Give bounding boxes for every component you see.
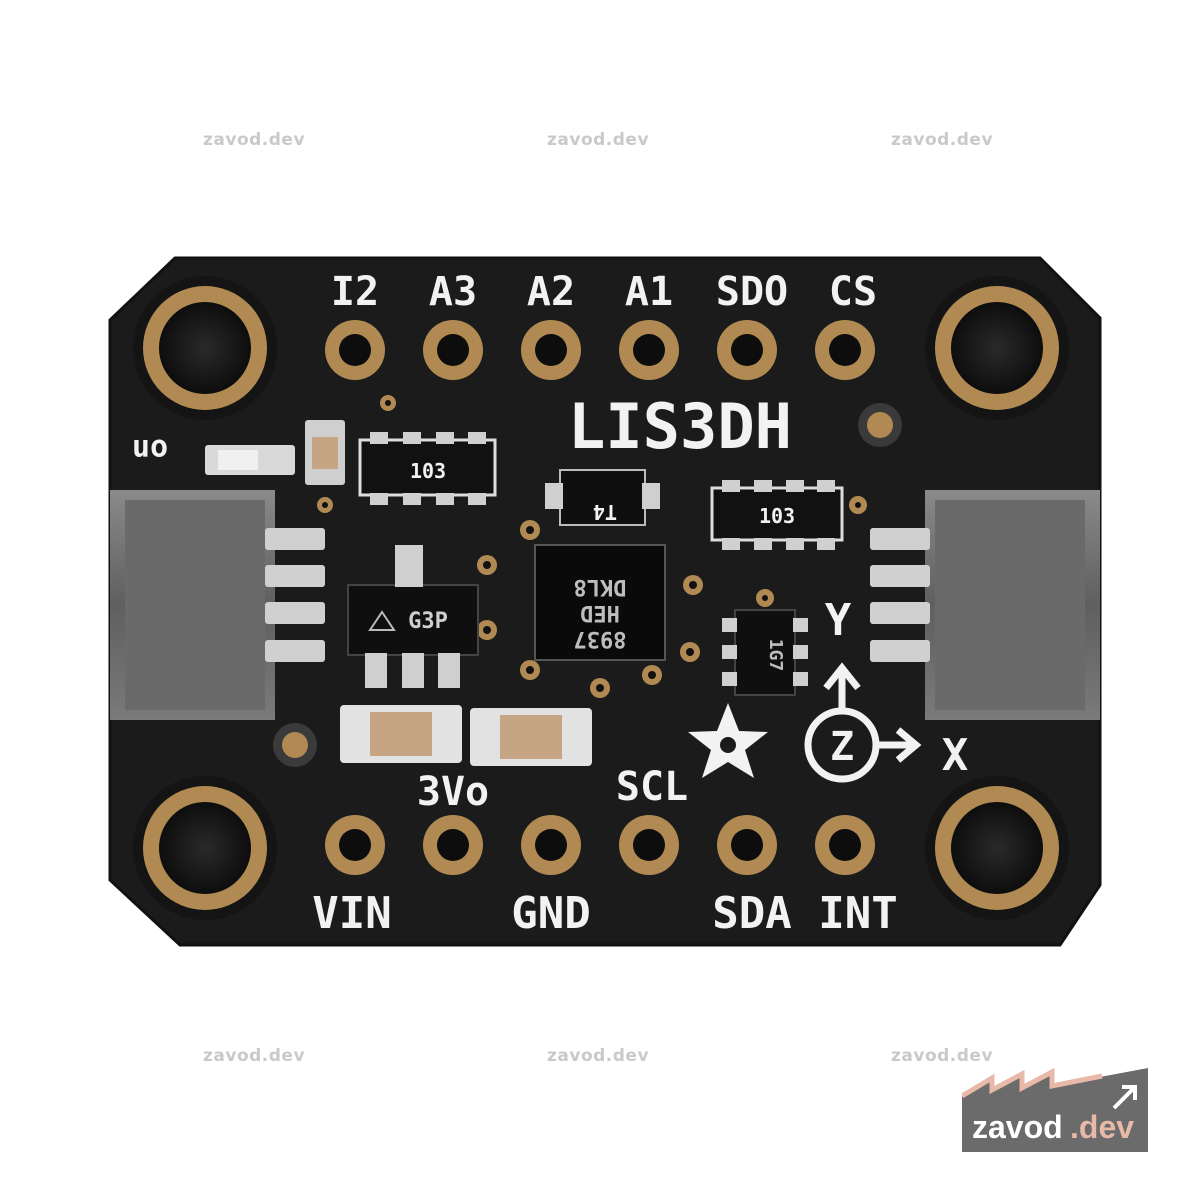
power-led-label: on bbox=[132, 432, 168, 467]
axis-label-z: Z bbox=[830, 724, 854, 770]
watermark: zavod.dev bbox=[203, 130, 306, 150]
resistor-label-right: 103 bbox=[759, 504, 795, 528]
top-pin-labels: I2 A3 A2 A1 SDO CS bbox=[331, 269, 877, 315]
star-logo-icon bbox=[688, 703, 768, 778]
small-chip-top: T4 bbox=[545, 469, 660, 526]
pin-label-i2: I2 bbox=[331, 269, 379, 315]
axis-diagram-icon bbox=[804, 662, 922, 783]
small-chip-right: 1G7 bbox=[722, 609, 808, 696]
resistor-network-left: 103 bbox=[358, 432, 497, 505]
chip-marking-3: 8937 bbox=[574, 626, 627, 651]
chip-marking-1: DKL8 bbox=[574, 574, 627, 599]
voltage-regulator: G3P bbox=[347, 545, 479, 688]
pin-label-a3: A3 bbox=[429, 269, 477, 315]
watermark: zavod.dev bbox=[547, 130, 650, 150]
pin-label-sdo: SDO bbox=[716, 269, 788, 315]
accelerometer-chip: DKL8 HED 8937 bbox=[534, 544, 666, 661]
pin-label-sda: SDA bbox=[712, 888, 791, 939]
resistor-network-right: 103 bbox=[710, 480, 844, 550]
stemma-connector-right bbox=[870, 490, 1100, 720]
watermark: zavod.dev bbox=[891, 130, 994, 150]
pin-label-3vo: 3Vo bbox=[417, 769, 489, 815]
logo-brand: zavod bbox=[972, 1109, 1063, 1145]
watermark: zavod.dev bbox=[203, 1046, 306, 1066]
chip-marking-2: HED bbox=[580, 600, 620, 625]
zavod-logo: zavod .dev bbox=[962, 1068, 1148, 1152]
pin-label-cs: CS bbox=[829, 269, 877, 315]
mounting-holes bbox=[133, 276, 1069, 920]
regulator-label: G3P bbox=[408, 609, 448, 634]
top-header-pads bbox=[325, 320, 875, 380]
small-chip-label: T4 bbox=[593, 500, 617, 524]
axis-label-y: Y bbox=[825, 595, 852, 646]
pin-label-a1: A1 bbox=[625, 269, 673, 315]
capacitor-pair bbox=[340, 705, 592, 766]
pin-label-a2: A2 bbox=[527, 269, 575, 315]
resistor-label-left: 103 bbox=[410, 459, 446, 483]
pin-label-scl: SCL bbox=[616, 764, 688, 810]
pin-label-int: INT bbox=[818, 888, 897, 939]
pin-label-gnd: GND bbox=[511, 888, 590, 939]
bottom-pin-labels: VIN GND SDA INT 3Vo SCL bbox=[312, 764, 897, 939]
watermark: zavod.dev bbox=[547, 1046, 650, 1066]
small-chip-right-label: 1G7 bbox=[765, 639, 786, 672]
logo-suffix: .dev bbox=[1070, 1109, 1134, 1145]
board-title: LIS3DH bbox=[568, 390, 792, 463]
watermark: zavod.dev bbox=[891, 1046, 994, 1066]
stemma-connector-left bbox=[110, 490, 325, 720]
bottom-header-pads bbox=[325, 815, 875, 875]
axis-label-x: X bbox=[942, 730, 969, 781]
pin-label-vin: VIN bbox=[312, 888, 391, 939]
vias bbox=[273, 395, 902, 767]
